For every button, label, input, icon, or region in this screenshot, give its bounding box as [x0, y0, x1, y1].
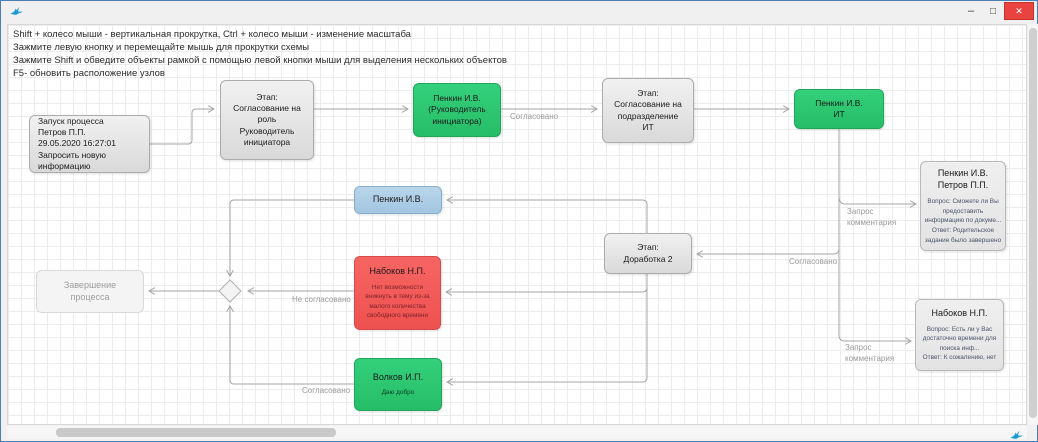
app-logo-icon: [9, 4, 24, 18]
vertical-scrollbar[interactable]: [1028, 24, 1038, 425]
node-approver-it[interactable]: Пенкин И.В. ИТ: [794, 89, 884, 129]
node-approved-volkov[interactable]: Волков И.П. Даю добро: [354, 358, 442, 411]
edge-label-agreed: Согласовано: [510, 112, 559, 121]
node-title: Волков И.П.: [372, 371, 424, 382]
minimize-button[interactable]: –: [967, 5, 975, 17]
node-stage-approval-it[interactable]: Этап: Согласование на подразделение ИТ: [602, 78, 694, 143]
diagram-canvas[interactable]: Shift + колесо мыши - вертикальная прокр…: [7, 24, 1027, 425]
node-body: Даю добро: [381, 389, 415, 397]
node-process-start[interactable]: Запуск процесса Петров П.П. 29.05.2020 1…: [29, 115, 150, 173]
horizontal-scrollbar-thumb[interactable]: [56, 428, 336, 437]
status-logo-icon: [1009, 428, 1024, 442]
edge-label-agreed: Согласовано: [789, 257, 838, 266]
horizontal-scrollbar[interactable]: [7, 426, 1027, 439]
node-label: Запуск процесса Петров П.П. 29.05.2020 1…: [38, 116, 116, 171]
node-comment-nabokov[interactable]: Набоков Н.П. Вопрос: Есть ли у Вас доста…: [915, 299, 1004, 371]
window-controls: – □ ✕: [960, 1, 1034, 21]
titlebar[interactable]: – □ ✕: [1, 1, 1037, 21]
instruction-line: Shift + колесо мыши - вертикальная прокр…: [13, 29, 411, 40]
edge-label-comment-request: Запрос комментария: [845, 343, 895, 363]
canvas-instructions: Shift + колесо мыши - вертикальная прокр…: [13, 28, 507, 80]
node-title: Набоков Н.П.: [931, 307, 988, 318]
node-label: Этап: Доработка 2: [623, 242, 673, 264]
node-comment-penkin[interactable]: Пенкин И.В. Петров П.П. Вопрос: Сможете …: [920, 161, 1006, 251]
edge-stage-rework-to-approved: [447, 274, 648, 382]
node-body: Вопрос: Есть ли у Вас достаточно времени…: [922, 325, 997, 362]
node-process-end[interactable]: Завершение процесса: [36, 270, 144, 313]
close-button[interactable]: ✕: [1004, 2, 1034, 20]
edge-pending-to-gateway: [230, 199, 354, 276]
edge-stage-rework-to-pending: [447, 200, 648, 233]
edge-agreed-to-stage-rework: [697, 247, 840, 254]
node-body: Вопрос: Сможете ли Вы предоставить инфор…: [924, 198, 1002, 244]
instruction-line: Зажмите левую кнопку и перемещайте мышь …: [13, 42, 310, 53]
instruction-line: Зажмите Shift и обведите объекты рамкой …: [13, 55, 507, 66]
node-label: Этап: Согласование на роль Руководитель …: [233, 92, 301, 147]
node-pending-penkin[interactable]: Пенкин И.В.: [354, 186, 442, 214]
node-stage-approval-role[interactable]: Этап: Согласование на роль Руководитель …: [220, 80, 314, 160]
edge-label-comment-request: Запрос комментария: [847, 207, 897, 227]
instruction-line: F5- обновить расположение узлов: [13, 68, 165, 79]
node-rejected-nabokov[interactable]: Набоков Н.П. Нет возможности вникнуть в …: [354, 256, 441, 330]
node-title: Пенкин И.В. Петров П.П.: [937, 167, 989, 191]
node-body: Нет возможности вникнуть в тему из-за ма…: [365, 283, 430, 320]
diagram-edges: [8, 25, 1028, 426]
edge-label-agreed: Согласовано: [302, 386, 351, 395]
node-label: Этап: Согласование на подразделение ИТ: [614, 88, 682, 132]
edge-start-to-stage-role: [150, 109, 214, 145]
edge-stage-rework-to-rejected: [446, 274, 648, 292]
node-label: Пенкин И.В. (Руководитель инициатора): [428, 93, 486, 126]
edge-approver-it-to-comment-nabokov: [838, 129, 911, 341]
node-label: Пенкин И.В.: [372, 194, 424, 205]
edge-approver-it-to-comment-penkin: [838, 195, 916, 204]
node-label: Завершение процесса: [63, 279, 117, 302]
node-label: Пенкин И.В. ИТ: [815, 97, 863, 119]
gateway-diamond[interactable]: [218, 279, 242, 303]
node-approver-initiator[interactable]: Пенкин И.В. (Руководитель инициатора): [413, 83, 501, 137]
node-stage-rework[interactable]: Этап: Доработка 2: [604, 233, 692, 274]
edge-label-not-agreed: Не согласовано: [292, 295, 351, 304]
vertical-scrollbar-thumb[interactable]: [1029, 28, 1037, 418]
edge-approved-to-gateway: [230, 306, 354, 385]
node-title: Набоков Н.П.: [369, 265, 426, 276]
maximize-button[interactable]: □: [989, 5, 997, 17]
